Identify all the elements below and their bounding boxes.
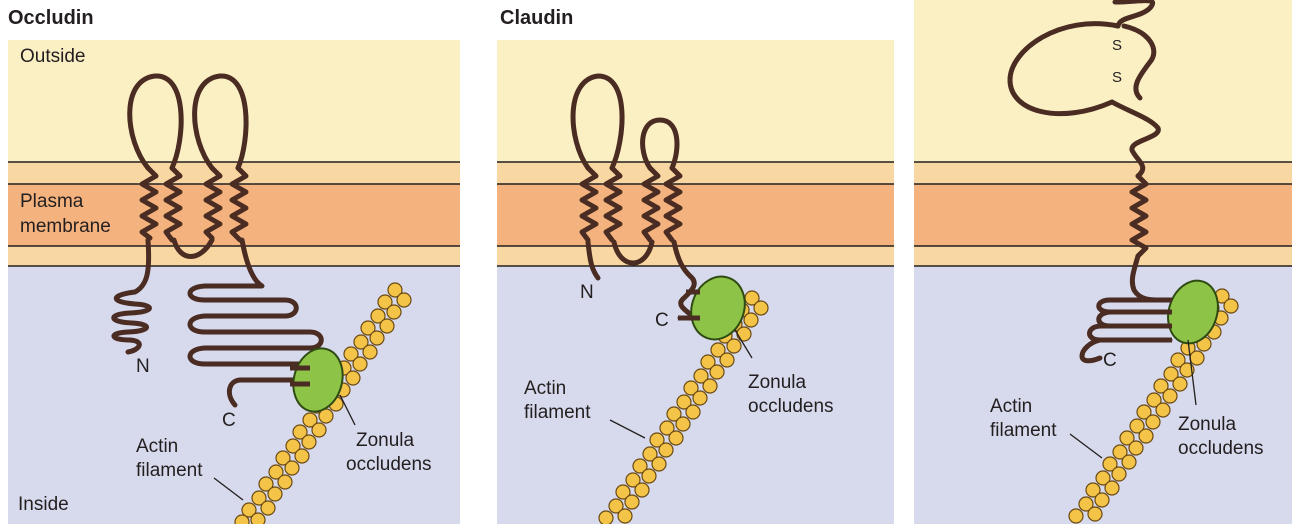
disulfide-s2: S xyxy=(1112,69,1122,86)
occludin-c-terminus: C xyxy=(222,410,236,431)
outside-label: Outside xyxy=(20,46,85,67)
membrane-outer-leaflet xyxy=(497,162,894,184)
jam-zo-label-line2: occludens xyxy=(1178,438,1264,459)
jam-actin-label-line1: Actin xyxy=(990,396,1032,417)
claudin-c-terminus: C xyxy=(655,310,669,331)
panel-claudin xyxy=(497,40,894,524)
jam-actin-label-line2: filament xyxy=(990,420,1057,441)
occludin-actin-label-line1: Actin xyxy=(136,436,178,457)
outside-region xyxy=(497,40,894,162)
occludin-actin-label-line2: filament xyxy=(136,460,203,481)
claudin-actin-label-line1: Actin xyxy=(524,378,566,399)
claudin-actin-label-line2: filament xyxy=(524,402,591,423)
occludin-zo-label-line2: occludens xyxy=(346,454,432,475)
claudin-zo-label-line1: Zonula xyxy=(748,372,807,393)
occludin-title: Occludin xyxy=(8,7,94,29)
membrane-inner-leaflet xyxy=(497,246,894,266)
membrane-label-line1: Plasma xyxy=(20,191,84,212)
claudin-n-terminus: N xyxy=(580,282,594,303)
membrane-core xyxy=(497,184,894,246)
membrane-inner-leaflet xyxy=(8,246,460,266)
membrane-label-line2: membrane xyxy=(20,216,111,237)
occludin-zo-label-line1: Zonula xyxy=(356,430,415,451)
inside-label: Inside xyxy=(18,494,69,515)
membrane-outer-leaflet xyxy=(914,162,1292,184)
claudin-zo-label-line2: occludens xyxy=(748,396,834,417)
membrane-inner-leaflet xyxy=(914,246,1292,266)
disulfide-s1: S xyxy=(1112,37,1122,54)
panel-occludin xyxy=(8,40,460,524)
claudin-title: Claudin xyxy=(500,7,573,29)
jam-zo-label-line1: Zonula xyxy=(1178,414,1237,435)
membrane-core xyxy=(914,184,1292,246)
occludin-n-terminus: N xyxy=(136,356,150,377)
jam-c-terminus: C xyxy=(1103,350,1117,371)
